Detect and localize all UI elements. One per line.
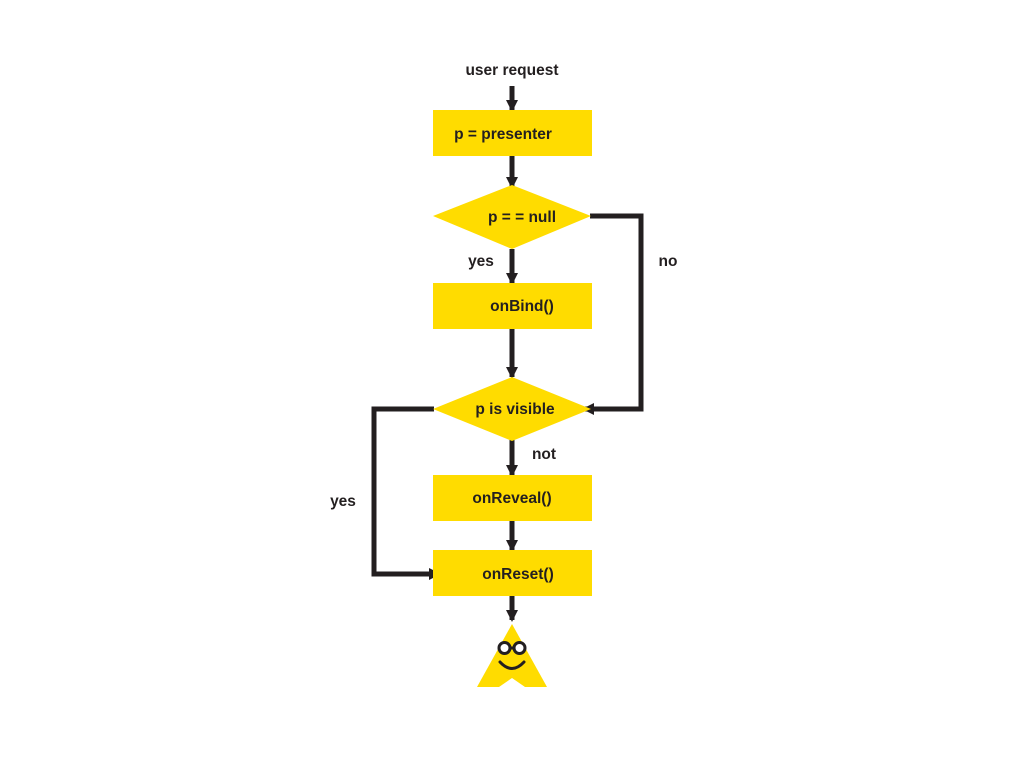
null-check-label: p = = null <box>488 209 556 226</box>
presenter-box-label: p = presenter <box>454 126 552 143</box>
visible-check-label: p is visible <box>475 401 555 418</box>
reveal-process-box <box>433 475 592 521</box>
arrow-null-no-to-visible-check <box>582 213 644 415</box>
flow-labels: user request p = presenter p = = null ye… <box>330 62 677 583</box>
bind-box-label: onBind() <box>490 298 554 315</box>
presenter-process-box <box>433 110 592 156</box>
reset-box-label: onReset() <box>482 566 553 583</box>
arrow-visible-yes-to-reset <box>371 406 441 580</box>
null-yes-label: yes <box>468 253 494 270</box>
visible-not-label: not <box>532 446 556 463</box>
flow-shapes <box>433 110 592 596</box>
visible-yes-label: yes <box>330 493 356 510</box>
reset-process-box <box>433 550 592 596</box>
bind-process-box <box>433 283 592 329</box>
null-no-label: no <box>659 253 678 270</box>
connectors <box>371 86 644 622</box>
null-check-decision-diamond <box>433 185 591 249</box>
mascot-glasses-icon <box>497 641 527 655</box>
triangle-mascot-icon <box>477 624 547 687</box>
mascot-smile-icon <box>498 660 526 670</box>
mascot-body-icon <box>477 624 547 687</box>
reveal-box-label: onReveal() <box>472 490 551 507</box>
visible-check-decision-diamond <box>433 377 591 441</box>
start-label: user request <box>465 62 558 79</box>
mascot-bottom-notch-icon <box>499 678 525 687</box>
